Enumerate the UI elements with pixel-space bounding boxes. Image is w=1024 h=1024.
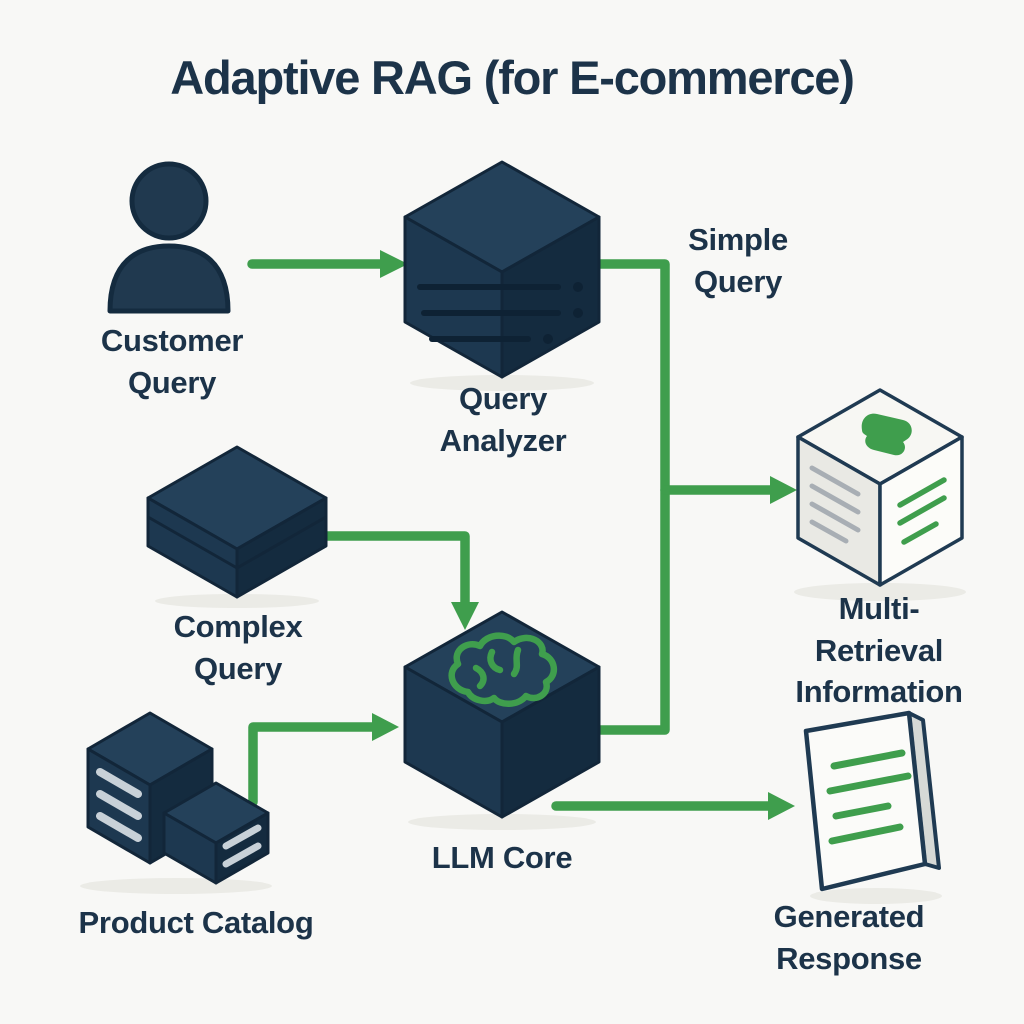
shadow-generated-response bbox=[810, 888, 942, 904]
arrowhead-icon bbox=[768, 792, 795, 820]
shadow-complex-query bbox=[155, 594, 319, 608]
connector-analyzer-llm-rail bbox=[585, 259, 670, 735]
box-right-face bbox=[235, 496, 328, 599]
person-head bbox=[129, 161, 209, 241]
brain-fold bbox=[487, 648, 504, 674]
brain-fold bbox=[510, 646, 522, 678]
box-lid-seam bbox=[147, 515, 327, 570]
text-line bbox=[809, 465, 861, 497]
text-line bbox=[809, 483, 861, 515]
doc-text-line bbox=[828, 823, 904, 845]
edge-line bbox=[309, 531, 470, 607]
llm-core-cube-icon bbox=[403, 610, 601, 819]
green-text-line bbox=[901, 521, 939, 545]
arrowhead-icon bbox=[451, 602, 479, 630]
server-led bbox=[573, 282, 583, 292]
label-multi-retrieval: Multi-Retrieval Information bbox=[795, 591, 963, 710]
cube-right-face bbox=[500, 665, 601, 819]
arrow-complex-to-llm bbox=[309, 531, 479, 630]
drive-slat bbox=[222, 824, 262, 850]
text-line bbox=[809, 519, 849, 544]
document-icon bbox=[803, 710, 941, 892]
label-query-analyzer: Query Analyzer bbox=[439, 381, 567, 458]
drive-slat bbox=[222, 842, 262, 868]
edge-line bbox=[248, 722, 377, 807]
product-catalog-icon bbox=[86, 711, 270, 885]
doc-text-line bbox=[832, 802, 892, 820]
doc-text-line bbox=[830, 749, 906, 770]
arrow-rail-to-multi-retrieval bbox=[660, 476, 797, 504]
person-icon bbox=[107, 161, 231, 314]
server-led bbox=[543, 334, 553, 344]
brain-icon bbox=[448, 632, 557, 707]
doc-text-line bbox=[826, 772, 912, 795]
multi-retrieval-cube-icon bbox=[796, 388, 964, 587]
drive-slat bbox=[96, 768, 142, 798]
shadow-multi-retrieval bbox=[794, 583, 966, 601]
edge-line bbox=[585, 259, 670, 735]
drive-slat bbox=[96, 790, 142, 820]
person-body bbox=[107, 243, 231, 314]
shadow-product-catalog bbox=[80, 878, 272, 894]
green-text-line bbox=[897, 495, 947, 526]
page-title: Adaptive RAG (for E-commerce) bbox=[170, 51, 855, 104]
label-product-catalog: Product Catalog bbox=[78, 905, 314, 940]
arrow-customer-to-analyzer bbox=[247, 250, 408, 278]
query-analyzer-server-icon bbox=[403, 160, 601, 379]
green-text-line bbox=[897, 477, 947, 508]
complex-query-box-icon bbox=[146, 445, 328, 599]
label-llm-core: LLM Core bbox=[431, 840, 573, 875]
arrowhead-icon bbox=[770, 476, 797, 504]
text-line bbox=[809, 501, 861, 533]
shadow-query-analyzer bbox=[410, 375, 594, 391]
arrowhead-icon bbox=[372, 713, 399, 741]
shadow-llm-core bbox=[408, 814, 596, 830]
shadows bbox=[80, 375, 966, 904]
label-simple-query: Simple Query bbox=[688, 222, 788, 299]
arrowhead-icon bbox=[380, 250, 408, 278]
label-complex-query: Complex Query bbox=[173, 609, 303, 686]
brain-fold bbox=[472, 664, 487, 690]
label-generated-response: Generated Response bbox=[773, 899, 925, 976]
page-face bbox=[803, 710, 928, 892]
catalog-box-small bbox=[162, 781, 270, 885]
arrow-llm-to-response bbox=[551, 792, 795, 820]
arrow-catalog-to-llm bbox=[248, 713, 399, 807]
brain-outline bbox=[448, 632, 557, 707]
retrieval-logo-icon bbox=[861, 413, 912, 456]
server-led bbox=[573, 308, 583, 318]
label-customer-query: Customer Query bbox=[100, 323, 244, 400]
drive-slat bbox=[96, 812, 142, 842]
